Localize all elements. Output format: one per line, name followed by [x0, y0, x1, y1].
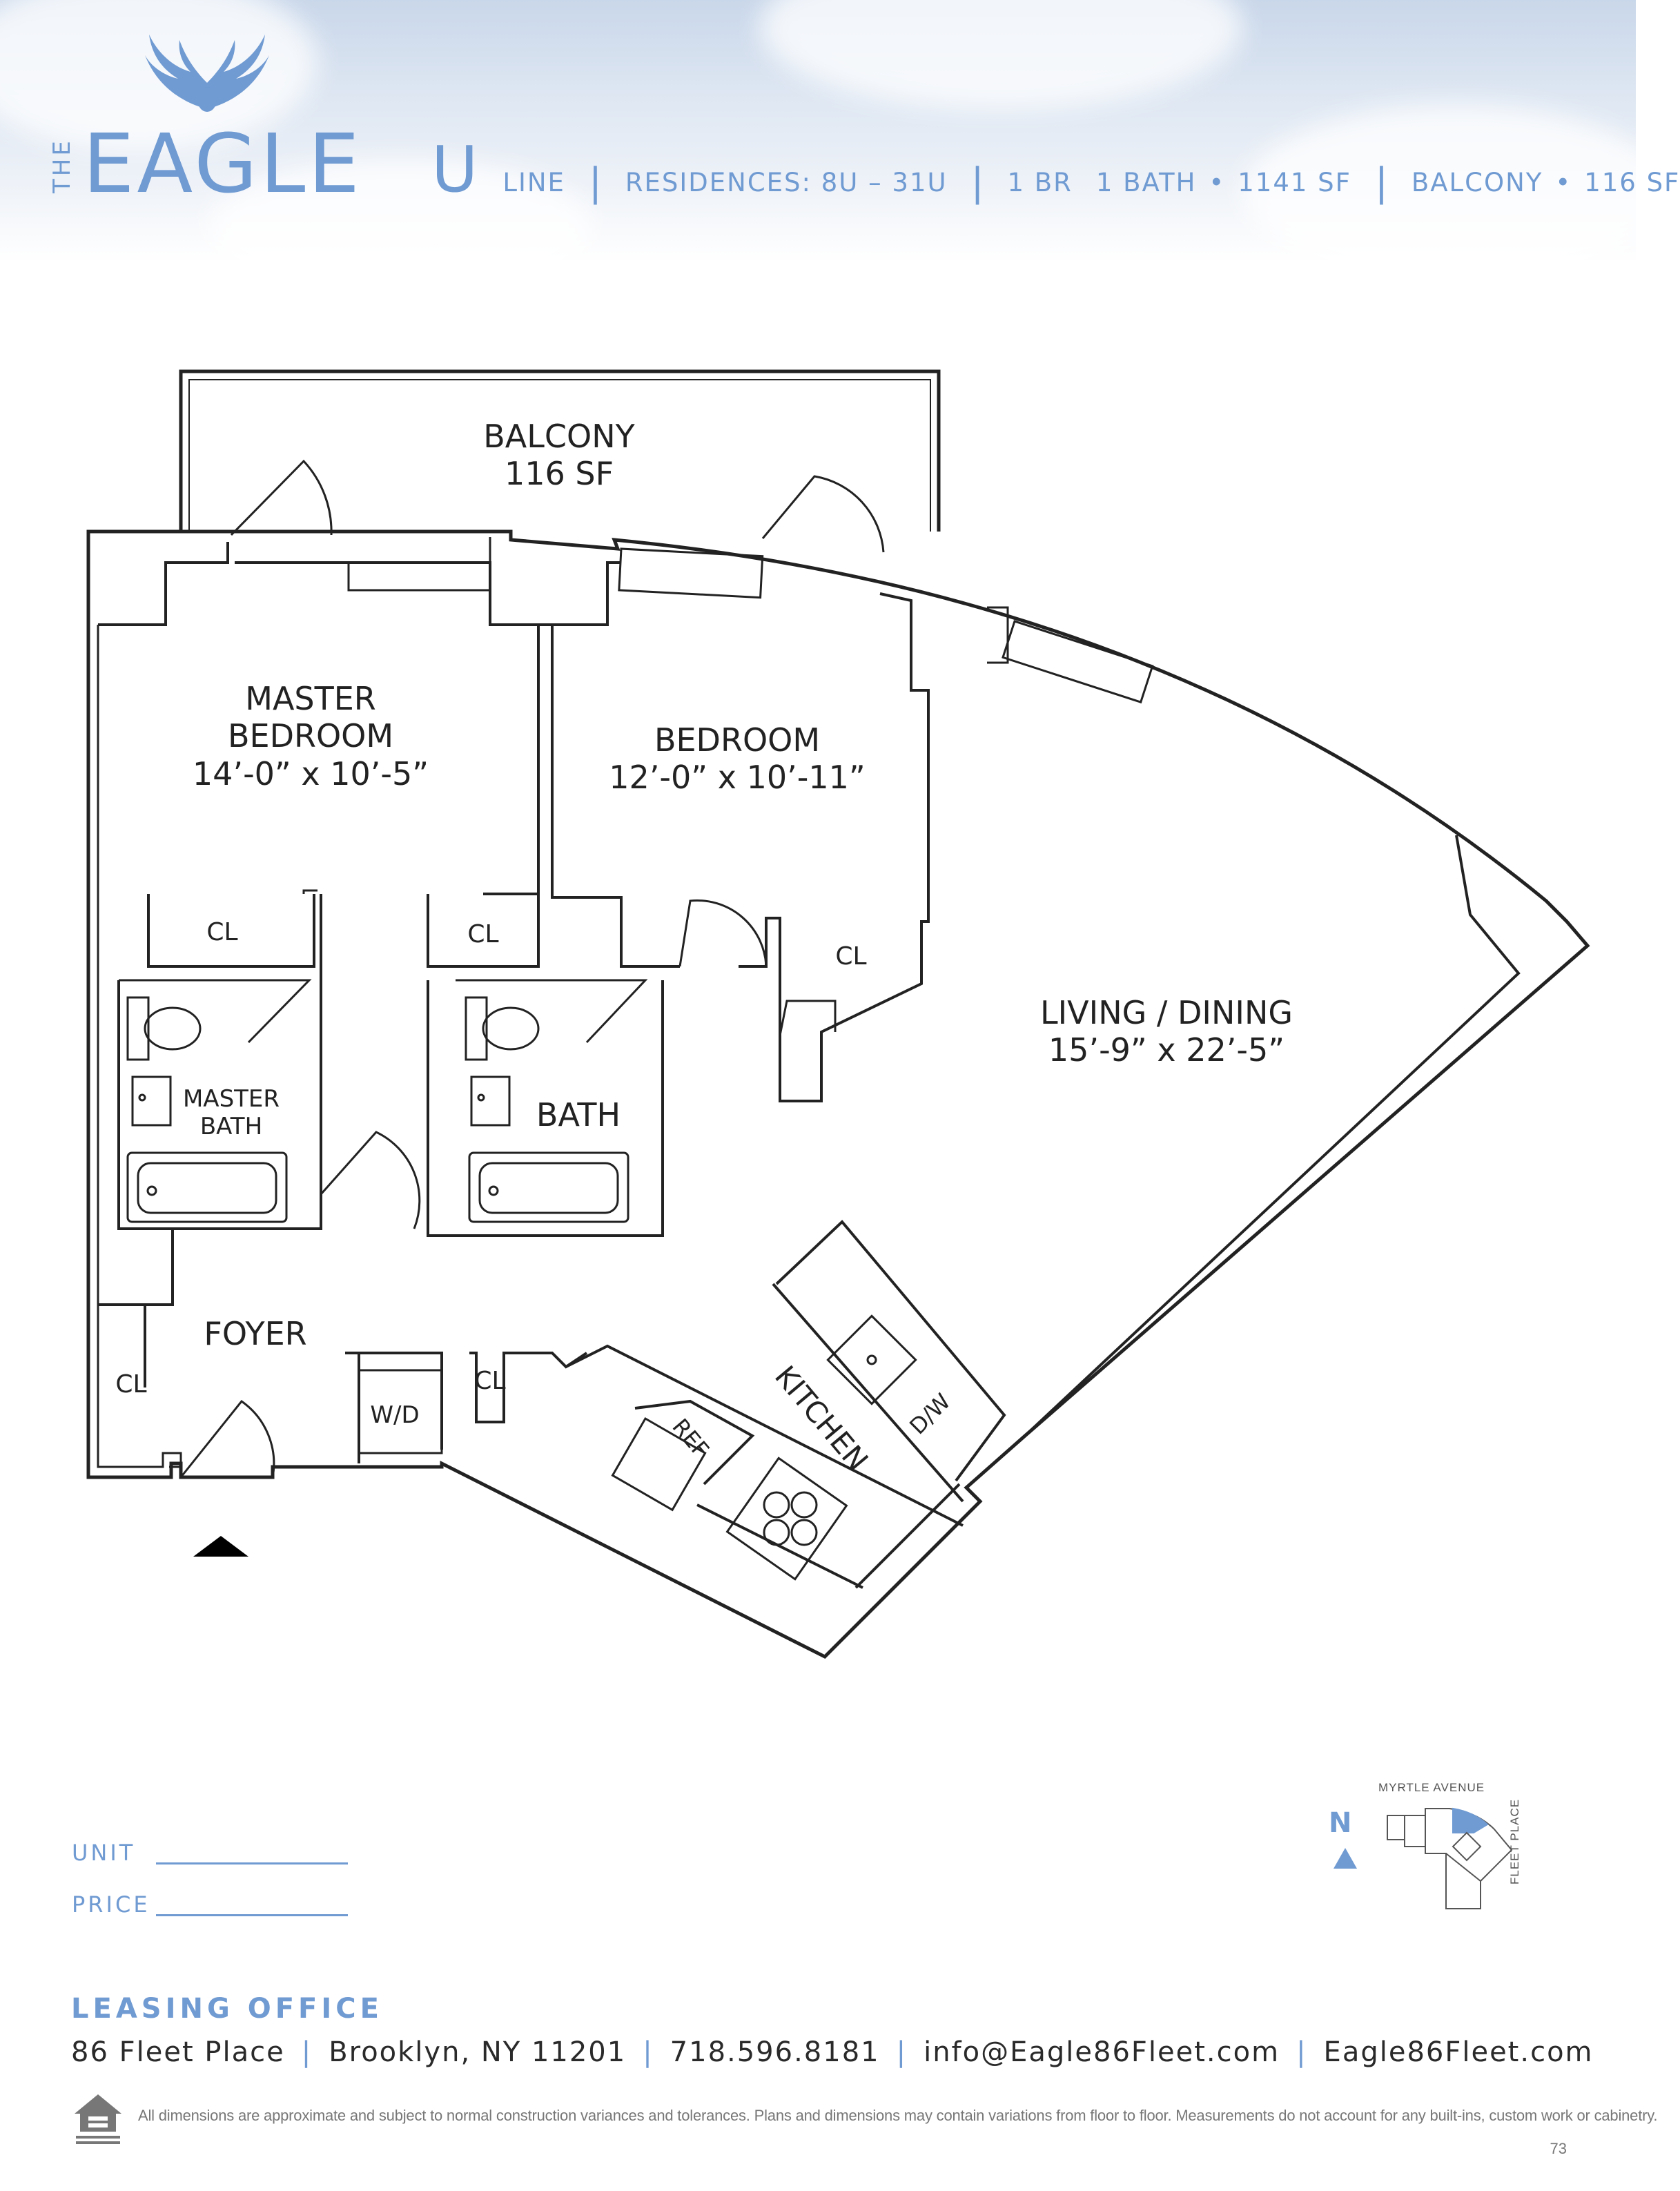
north-label: N	[1329, 1807, 1352, 1839]
separator: |	[588, 160, 602, 205]
bath-fixtures	[465, 996, 629, 1223]
page-number: 73	[1550, 2140, 1567, 2157]
separator: |	[1296, 2036, 1307, 2068]
address: 86 Fleet Place	[71, 2036, 285, 2068]
bath-count: 1 BATH	[1095, 168, 1197, 197]
closet-label: CL	[467, 920, 499, 948]
line-word: LINE	[502, 168, 565, 197]
eagle-wings-logo-icon	[145, 35, 269, 112]
email-link[interactable]: info@Eagle86Fleet.com	[924, 2036, 1280, 2068]
separator: |	[970, 160, 984, 205]
cooktop	[725, 1457, 848, 1581]
door-swings	[179, 459, 885, 1478]
interior-wall-line	[97, 625, 182, 1468]
bullet: •	[1555, 168, 1572, 197]
kitchen-outline	[565, 1220, 1006, 1589]
leasing-office-title: LEASING OFFICE	[71, 1993, 383, 2025]
phone-link[interactable]: 718.596.8181	[670, 2036, 880, 2068]
closet-label: CL	[835, 942, 867, 971]
unit-area: 1141 SF	[1238, 168, 1351, 197]
room-bath: BATH	[536, 1096, 621, 1133]
separator: |	[643, 2036, 654, 2068]
closet-label: CL	[115, 1370, 147, 1399]
unit-field[interactable]	[156, 1862, 348, 1864]
equal-housing-opportunity-icon	[75, 2094, 121, 2144]
kitchen-sink	[826, 1314, 917, 1405]
washer-dryer-label: W/D	[370, 1401, 420, 1429]
master-bath-fixtures	[126, 996, 288, 1223]
balcony-label: BALCONY	[1411, 168, 1543, 197]
building-key-plan	[1387, 1807, 1513, 1909]
unit-label: UNIT	[72, 1840, 136, 1866]
logo-eagle-text: EAGLE	[83, 116, 362, 211]
cloud	[1242, 104, 1670, 283]
bullet: •	[1209, 168, 1226, 197]
balcony-area: 116 SF	[1584, 168, 1680, 197]
disclaimer-text: All dimensions are approximate and subje…	[138, 2107, 1658, 2124]
price-label: PRICE	[72, 1891, 150, 1918]
floor-plan	[86, 369, 1590, 1659]
contact-row: 86 Fleet Place | Brooklyn, NY 11201 | 71…	[71, 2036, 1594, 2068]
price-field[interactable]	[156, 1914, 348, 1916]
balcony-railing	[179, 369, 941, 532]
closet-label: CL	[474, 1367, 506, 1395]
separator: |	[1374, 160, 1388, 205]
entry-arrow-icon	[193, 1536, 248, 1557]
website-link[interactable]: Eagle86Fleet.com	[1323, 2036, 1594, 2068]
separator: |	[301, 2036, 313, 2068]
sky-header-background	[0, 0, 1670, 297]
room-foyer: FOYER	[204, 1315, 307, 1352]
city: Brooklyn, NY 11201	[329, 2036, 627, 2068]
street-myrtle-avenue: MYRTLE AVENUE	[1378, 1781, 1485, 1794]
unit-summary-header: U LINE | RESIDENCES: 8U – 31U | 1 BR 1 B…	[431, 133, 1680, 206]
cloud	[207, 159, 594, 297]
room-master-bedroom: MASTER BEDROOM 14’-0” x 10’-5”	[192, 680, 429, 792]
closet-label: CL	[206, 918, 238, 946]
line-letter: U	[431, 133, 478, 206]
north-arrow-icon	[1334, 1848, 1357, 1869]
residences-range: RESIDENCES: 8U – 31U	[625, 168, 948, 197]
bedroom-count: 1 BR	[1007, 168, 1073, 197]
separator: |	[896, 2036, 908, 2068]
